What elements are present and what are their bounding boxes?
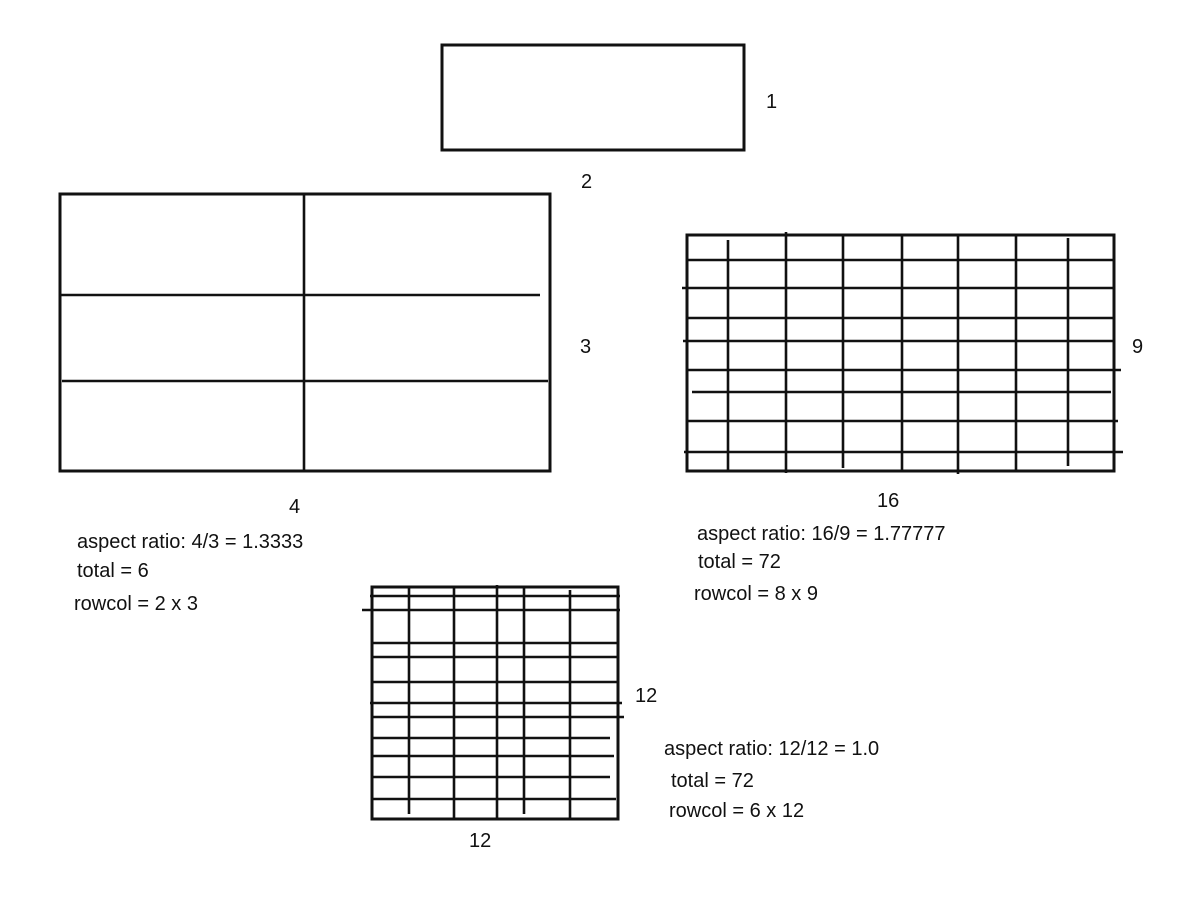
width-label-4: 12: [469, 830, 491, 852]
rectangle-2x1: [440, 43, 746, 152]
note-total-2: total = 6: [77, 560, 149, 582]
grid-2x3-lines: [60, 194, 548, 471]
note-aspect-ratio-2: aspect ratio: 4/3 = 1.3333: [77, 531, 303, 553]
grid-8x9-lines: [682, 232, 1123, 474]
diagram-4: 12 12 aspect ratio: 12/12 = 1.0 total = …: [362, 585, 879, 852]
note-aspect-ratio-3: aspect ratio: 16/9 = 1.77777: [697, 523, 946, 545]
width-label-3: 16: [877, 490, 899, 512]
note-aspect-ratio-4: aspect ratio: 12/12 = 1.0: [664, 738, 879, 760]
note-total-4: total = 72: [671, 770, 754, 792]
diagram-2: 3 4 aspect ratio: 4/3 = 1.3333 total = 6…: [58, 192, 591, 615]
width-label-1: 2: [581, 171, 592, 193]
height-label-3: 9: [1132, 336, 1143, 358]
note-rowcol-2: rowcol = 2 x 3: [74, 593, 198, 615]
note-rowcol-3: rowcol = 8 x 9: [694, 583, 818, 605]
note-total-3: total = 72: [698, 551, 781, 573]
note-rowcol-4: rowcol = 6 x 12: [669, 800, 804, 822]
rectangle-16x9: [685, 233, 1116, 473]
height-label-2: 3: [580, 336, 591, 358]
diagram-3: 9 16 aspect ratio: 16/9 = 1.77777 total …: [682, 232, 1143, 605]
diagram-1: 1 2: [440, 43, 777, 193]
grid-6x12-lines: [362, 585, 624, 819]
height-label-4: 12: [635, 685, 657, 707]
height-label-1: 1: [766, 91, 777, 113]
width-label-2: 4: [289, 496, 300, 518]
